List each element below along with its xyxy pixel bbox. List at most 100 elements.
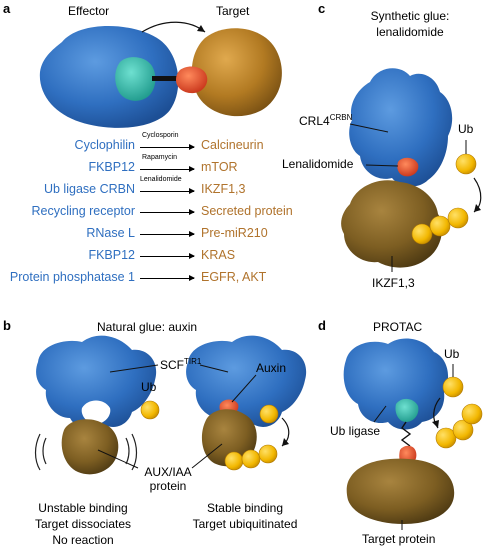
ub-chain-right-2 bbox=[224, 451, 244, 471]
scf-pointer-left bbox=[109, 364, 159, 373]
row-1-target: Calcineurin bbox=[201, 138, 264, 152]
protac-linker bbox=[400, 421, 412, 447]
protac-target-protein bbox=[346, 458, 455, 524]
row-3-glue: Lenalidomide bbox=[140, 176, 182, 183]
crl-label-text: CRL4 bbox=[299, 114, 330, 128]
aux-pointer-right bbox=[191, 443, 223, 469]
aux-iaa-label: AUX/IAA protein bbox=[128, 465, 208, 493]
aux-pointer-left bbox=[97, 449, 139, 469]
target-blob bbox=[191, 28, 282, 117]
row-2-effector: FKBP12 bbox=[88, 160, 135, 174]
lenalidomide-label: Lenalidomide bbox=[282, 157, 354, 171]
row-5-arrow bbox=[140, 231, 195, 237]
scf-tir1-label: SCFTIR1 bbox=[160, 357, 201, 372]
row-5-effector: RNase L bbox=[86, 226, 135, 240]
row-7-effector: Protein phosphatase 1 bbox=[9, 270, 135, 284]
ub-label-b: Ub bbox=[141, 380, 157, 394]
ub-left bbox=[140, 400, 160, 420]
row-2-glue: Rapamycin bbox=[142, 154, 178, 161]
row-1-glue: Cyclosporin bbox=[142, 132, 179, 139]
row-4-target: Secreted protein bbox=[201, 204, 293, 218]
ub-c-2 bbox=[411, 223, 433, 245]
aux-iaa-left bbox=[61, 419, 119, 475]
crl-sup-text: CRBN bbox=[329, 113, 353, 122]
left-caption-line3: No reaction bbox=[52, 533, 114, 547]
row-3-target: IKZF1,3 bbox=[201, 182, 246, 196]
effector-blob bbox=[39, 26, 179, 128]
panel-c-title-line2: lenalidomide bbox=[376, 25, 444, 39]
effector-label: Effector bbox=[68, 4, 110, 18]
row-6-arrow bbox=[140, 253, 195, 259]
ub-c-4 bbox=[447, 207, 469, 229]
row-7-arrow bbox=[140, 275, 195, 281]
ub-transfer-arrowhead-c bbox=[474, 204, 481, 212]
lenalidomide-pointer bbox=[365, 164, 399, 167]
ub-ligase-label: Ub ligase bbox=[330, 424, 381, 438]
target-label: Target bbox=[216, 4, 250, 18]
glue-linker bbox=[152, 76, 184, 81]
ikzf-target bbox=[341, 180, 443, 268]
row-6-target: KRAS bbox=[201, 248, 236, 262]
ub-d-1 bbox=[442, 376, 464, 398]
right-caption-line2: Target ubiquitinated bbox=[192, 517, 298, 531]
ub-chain-right-3 bbox=[241, 449, 261, 469]
vibration-marks-left bbox=[34, 433, 138, 471]
lenalidomide-ligand bbox=[397, 157, 419, 177]
scf-cleft-left bbox=[81, 400, 111, 424]
auxin-pointer bbox=[231, 374, 257, 403]
right-caption-line1: Stable binding bbox=[206, 501, 284, 515]
row-5-target: Pre-miR210 bbox=[201, 226, 268, 240]
row-4-effector: Recycling receptor bbox=[31, 204, 135, 218]
scf-pointer-right bbox=[199, 364, 229, 373]
left-caption-line2: Target dissociates bbox=[34, 517, 132, 531]
panel-a-letter: a bbox=[3, 1, 11, 16]
panel-c-title: Synthetic glue: lenalidomide bbox=[340, 8, 480, 40]
aux-label-line2: protein bbox=[149, 479, 187, 493]
ub-label-c: Ub bbox=[458, 122, 474, 136]
crl-pointer bbox=[349, 123, 389, 133]
ikzf-label: IKZF1,3 bbox=[372, 276, 415, 290]
protac-teal-binder bbox=[395, 398, 419, 422]
ligase-pointer bbox=[373, 405, 387, 423]
right-caption: Stable binding Target ubiquitinated bbox=[170, 500, 320, 532]
crl4-crbn-complex bbox=[349, 68, 453, 187]
row-2-target: mTOR bbox=[201, 160, 238, 174]
target-protein-label: Target protein bbox=[362, 532, 436, 546]
ub-d-4 bbox=[461, 403, 483, 425]
panel-b-title: Natural glue: auxin bbox=[97, 320, 198, 334]
crl4-crbn-label: CRL4CRBN bbox=[299, 113, 352, 128]
protac-ub-ligase bbox=[343, 338, 449, 430]
ub-chain-right-1 bbox=[259, 404, 279, 424]
row-1-effector: Cyclophilin bbox=[74, 138, 135, 152]
panel-d-title: PROTAC bbox=[373, 320, 423, 334]
panel-c-title-line1: Synthetic glue: bbox=[370, 9, 450, 23]
glue-red-ligand bbox=[176, 66, 208, 94]
panel-d-letter: d bbox=[318, 318, 326, 333]
scf-tir1-left bbox=[36, 335, 157, 429]
row-6-effector: FKBP12 bbox=[88, 248, 135, 262]
scf-sup-text: TIR1 bbox=[184, 357, 202, 366]
auxin-label: Auxin bbox=[256, 361, 287, 375]
binding-arrowhead bbox=[197, 25, 205, 32]
row-1-arrow bbox=[140, 144, 195, 150]
row-3-arrow bbox=[140, 188, 195, 194]
aux-iaa-right bbox=[201, 409, 257, 467]
row-4-arrow bbox=[140, 209, 195, 215]
ub-c-3 bbox=[429, 215, 451, 237]
ub-transfer-arrowhead-b bbox=[282, 438, 289, 446]
left-caption-line1: Unstable binding bbox=[38, 501, 128, 515]
ub-transfer-arrowhead-d bbox=[432, 420, 439, 428]
ub-d-3 bbox=[452, 419, 474, 441]
panel-b-letter: b bbox=[3, 318, 11, 333]
panel-c-letter: c bbox=[318, 1, 326, 16]
row-3-effector: Ub ligase CRBN bbox=[43, 182, 135, 196]
scf-label-text: SCF bbox=[160, 358, 184, 372]
aux-label-line1: AUX/IAA bbox=[144, 465, 192, 479]
ub-d-2 bbox=[435, 427, 457, 449]
ub-chain-right-4 bbox=[258, 444, 278, 464]
ub-label-d: Ub bbox=[444, 347, 460, 361]
left-caption: Unstable binding Target dissociates No r… bbox=[8, 500, 158, 548]
row-7-target: EGFR, AKT bbox=[201, 270, 267, 284]
binding-arrow bbox=[141, 21, 206, 33]
